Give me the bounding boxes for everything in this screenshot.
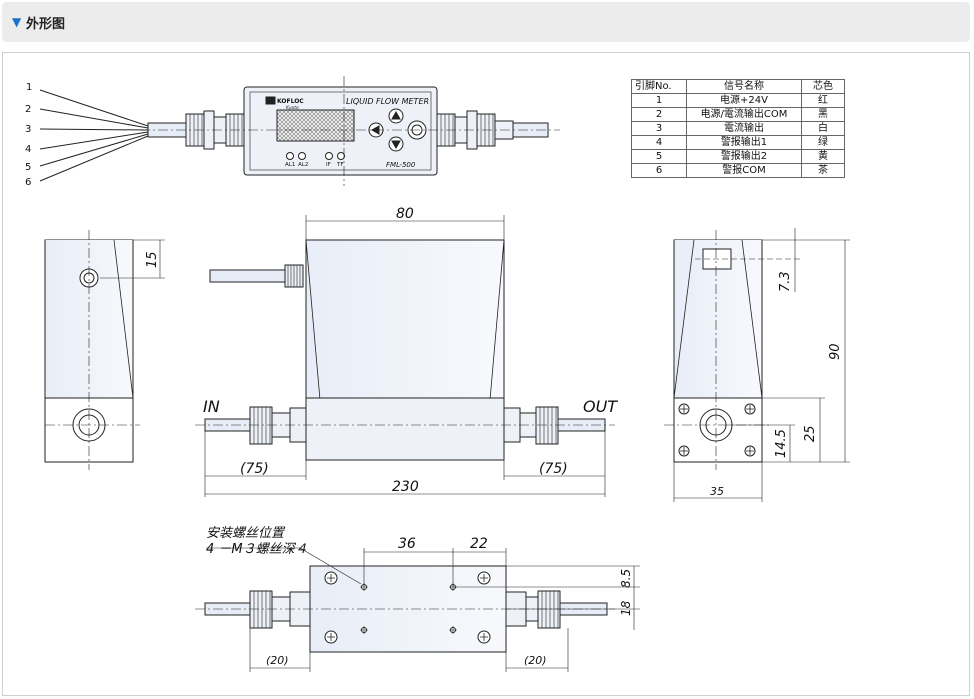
display-window (276, 109, 355, 142)
led-al2-icon (298, 152, 306, 160)
led-label-if: IF (326, 162, 331, 168)
end-view (664, 228, 850, 502)
main-view (195, 215, 615, 497)
dim-230: 230 (392, 479, 419, 495)
dim-90: 90 (828, 343, 843, 360)
dim-20-left: (20) (266, 654, 289, 667)
led-label-al2: AL2 (298, 162, 308, 168)
expand-triangle-icon[interactable]: ▼ (12, 15, 22, 29)
bottom-view (195, 547, 640, 672)
dim-8-5: 8.5 (619, 569, 633, 588)
pin-no: 3 (631, 121, 687, 136)
dim-15: 15 (145, 251, 160, 268)
pin-header-no: 引脚No. (631, 79, 687, 94)
lead-number-6: 6 (25, 177, 31, 188)
pin-color: 黄 (801, 149, 845, 164)
pin-no: 4 (631, 135, 687, 150)
pin-color: 茶 (801, 163, 845, 178)
model-label: FML-500 (386, 161, 416, 169)
pin-color: 红 (801, 93, 845, 108)
pin-color: 绿 (801, 135, 845, 150)
label-out: OUT (583, 397, 618, 416)
led-label-al1: AL1 (285, 162, 295, 168)
pin-no: 1 (631, 93, 687, 108)
main-view-text: 80 IN OUT (75) (75) 230 (203, 206, 618, 495)
dim-80: 80 (396, 206, 414, 222)
led-al1-icon (286, 152, 294, 160)
pin-signal: 警报输出2 (686, 149, 802, 164)
mount-note-line1: 安装螺丝位置 (206, 525, 286, 541)
dim-7-3: 7.3 (778, 271, 793, 292)
lead-number-2: 2 (25, 104, 31, 115)
lead-number-3: 3 (25, 124, 31, 135)
dim-18: 18 (619, 600, 633, 616)
dim-20-right: (20) (524, 654, 547, 667)
pin-header-color: 芯色 (801, 79, 845, 94)
pin-no: 2 (631, 107, 687, 122)
pin-signal: 警报COM (686, 163, 802, 178)
led-label-tf: TF (336, 162, 344, 168)
dim-36: 36 (398, 536, 416, 552)
mount-note-line2: 4 －M３螺丝深４ (206, 542, 308, 557)
front-view-text: LIQUID FLOW METER KOFLOC Kyoto FML-500 A… (25, 82, 429, 188)
led-tf-icon (337, 152, 345, 160)
pin-signal: 电源+24V (686, 93, 802, 108)
pin-signal: 警报输出1 (686, 135, 802, 150)
pin-signal: 電流输出 (686, 121, 802, 136)
pin-color: 白 (801, 121, 845, 136)
pin-no: 6 (631, 163, 687, 178)
lead-wires (39, 89, 149, 182)
brand-logo (265, 96, 276, 105)
brand-sub: Kyoto (286, 105, 299, 111)
dim-14-5: 14.5 (774, 429, 789, 458)
pin-color: 黑 (801, 107, 845, 122)
side-view (44, 230, 165, 470)
dim-22: 22 (470, 536, 488, 552)
pin-signal: 电源/電流输出COM (686, 107, 802, 122)
section-header[interactable]: ▼ 外形图 (2, 2, 970, 42)
pin-header-signal: 信号名称 (686, 79, 802, 94)
dim-25: 25 (803, 425, 818, 442)
bottom-view-text: 安装螺丝位置 4 －M３螺丝深４ 36 22 8.5 18 (20) (20) (206, 525, 633, 667)
lead-number-5: 5 (25, 162, 31, 173)
lead-number-4: 4 (25, 144, 31, 155)
label-in: IN (203, 397, 220, 416)
pin-no: 5 (631, 149, 687, 164)
dim-35: 35 (710, 485, 724, 498)
brand-name: KOFLOC (277, 98, 304, 105)
end-view-text: 7.3 90 25 14.5 35 (710, 271, 843, 498)
section-title: 外形图 (26, 17, 66, 32)
pin-table-header: 引脚No. 信号名称 芯色 (631, 79, 845, 94)
dim-75-right: (75) (539, 461, 568, 477)
lead-number-1: 1 (26, 82, 32, 93)
dim-75-left: (75) (240, 461, 269, 477)
front-view (39, 76, 560, 186)
led-if-icon (325, 152, 333, 160)
device-label: LIQUID FLOW METER (346, 97, 429, 106)
